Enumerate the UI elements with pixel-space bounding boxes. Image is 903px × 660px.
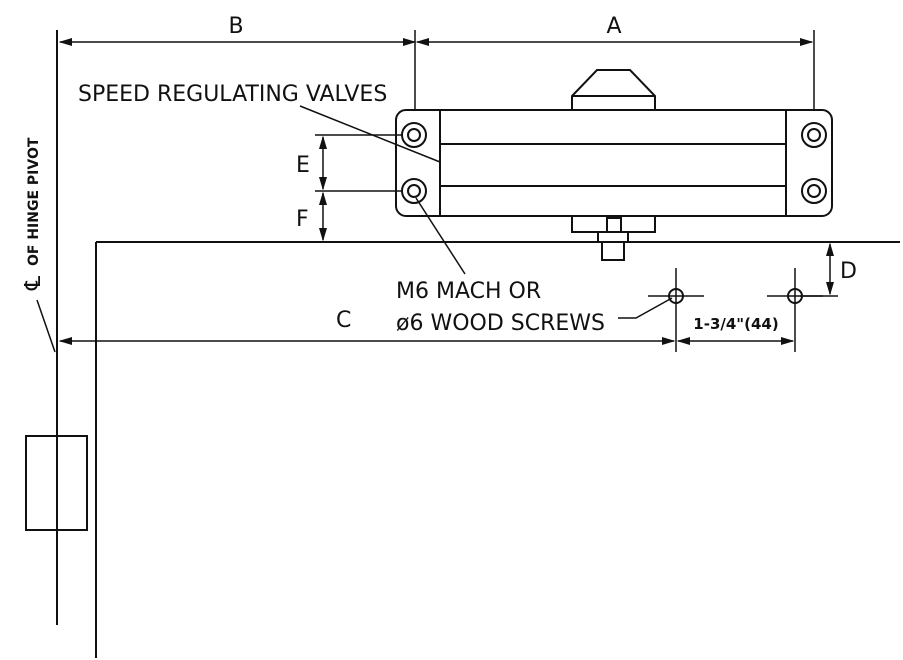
dimension-d-label: D bbox=[840, 259, 857, 284]
hinge-leaf bbox=[25, 435, 88, 531]
arm-shoe-hole-right bbox=[767, 268, 823, 352]
mounting-hole-top-right bbox=[801, 122, 827, 148]
mounting-hole-bottom-right bbox=[801, 178, 827, 204]
screws-label-line2: ø6 WOOD SCREWS bbox=[396, 311, 605, 336]
arm-shoe-hole-left bbox=[648, 268, 704, 352]
dimension-c-label: C bbox=[336, 308, 351, 333]
screws-leader-arm bbox=[618, 297, 673, 319]
hinge-pivot-label-group: ℄ OF HINGE PIVOT bbox=[21, 137, 46, 291]
speed-regulating-valves-label: SPEED REGULATING VALVES bbox=[78, 82, 387, 107]
closer-arm-cap bbox=[571, 69, 656, 110]
closer-spindle-collar bbox=[597, 231, 629, 243]
screws-leader-closer bbox=[415, 197, 466, 275]
closer-spindle-shaft bbox=[601, 241, 625, 261]
mounting-hole-top-left bbox=[401, 122, 427, 148]
mounting-hole-bottom-left bbox=[401, 178, 427, 204]
dimension-b-label: B bbox=[228, 14, 243, 39]
dimension-f-label: F bbox=[296, 207, 309, 232]
hinge-pivot-leader bbox=[36, 299, 56, 353]
dimension-a-label: A bbox=[606, 14, 621, 39]
centerline-symbol: ℄ bbox=[21, 275, 46, 291]
screws-label-line1: M6 MACH OR bbox=[396, 279, 541, 304]
speed-valves-leader bbox=[299, 105, 441, 163]
dimension-e-label: E bbox=[296, 153, 310, 178]
hole-spacing-label: 1-3/4"(44) bbox=[693, 315, 778, 333]
closer-spindle-notch bbox=[606, 217, 622, 233]
closer-body bbox=[395, 109, 833, 217]
hinge-pivot-label: OF HINGE PIVOT bbox=[26, 137, 42, 266]
